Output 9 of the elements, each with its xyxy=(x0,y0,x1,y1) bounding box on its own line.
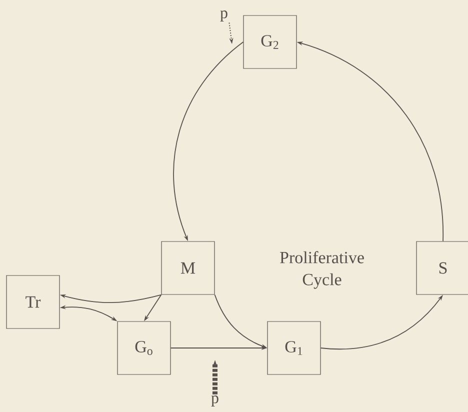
cycle-label: Proliferative Cycle xyxy=(280,251,364,289)
stage-box: Tr xyxy=(6,275,60,329)
stage-box: M xyxy=(161,241,215,295)
factor-label: p xyxy=(220,10,228,22)
factor-label: p xyxy=(211,396,218,406)
stage-box: G$_{2}$ xyxy=(243,15,297,69)
stage-box: G$_{o}$ xyxy=(117,321,171,375)
stage-box: G$_{1}$ xyxy=(267,321,321,375)
stage-box: S xyxy=(416,241,468,295)
